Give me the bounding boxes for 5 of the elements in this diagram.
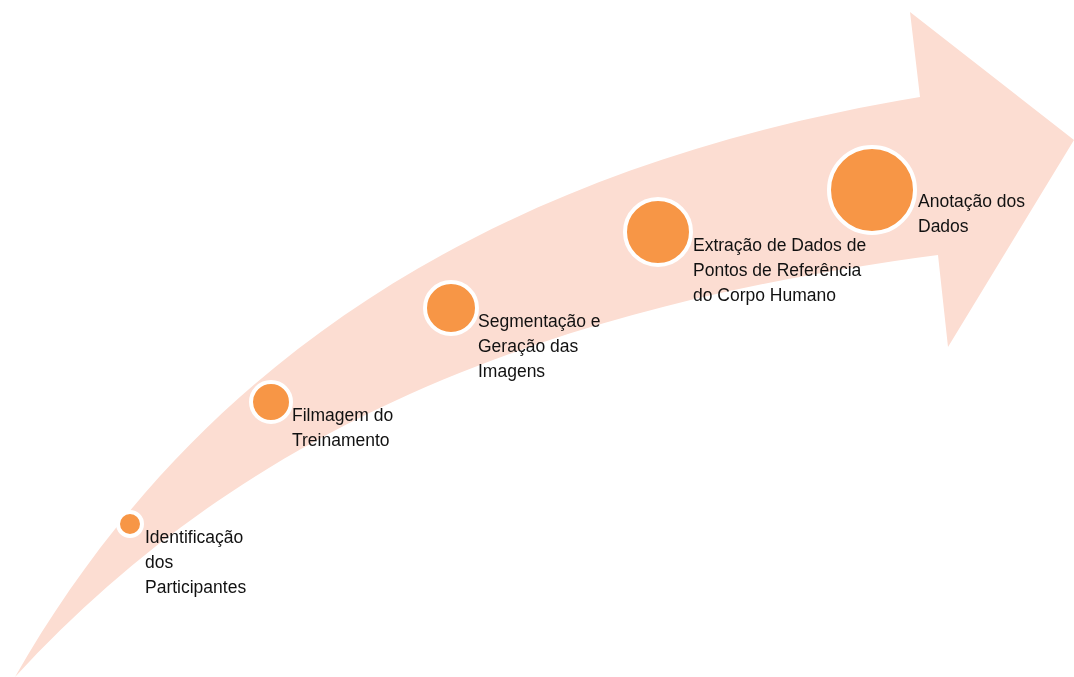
step-label: Filmagem do Treinamento <box>292 404 395 452</box>
step-label: Extração de Dados de Pontos de Referência do Corpo Humano <box>693 234 868 307</box>
step-label: Segmentação e Geração das Imagens <box>478 310 602 383</box>
step-label: Identificação dos Participantes <box>145 526 248 599</box>
step-label: Anotação dos Dados <box>918 190 1027 238</box>
